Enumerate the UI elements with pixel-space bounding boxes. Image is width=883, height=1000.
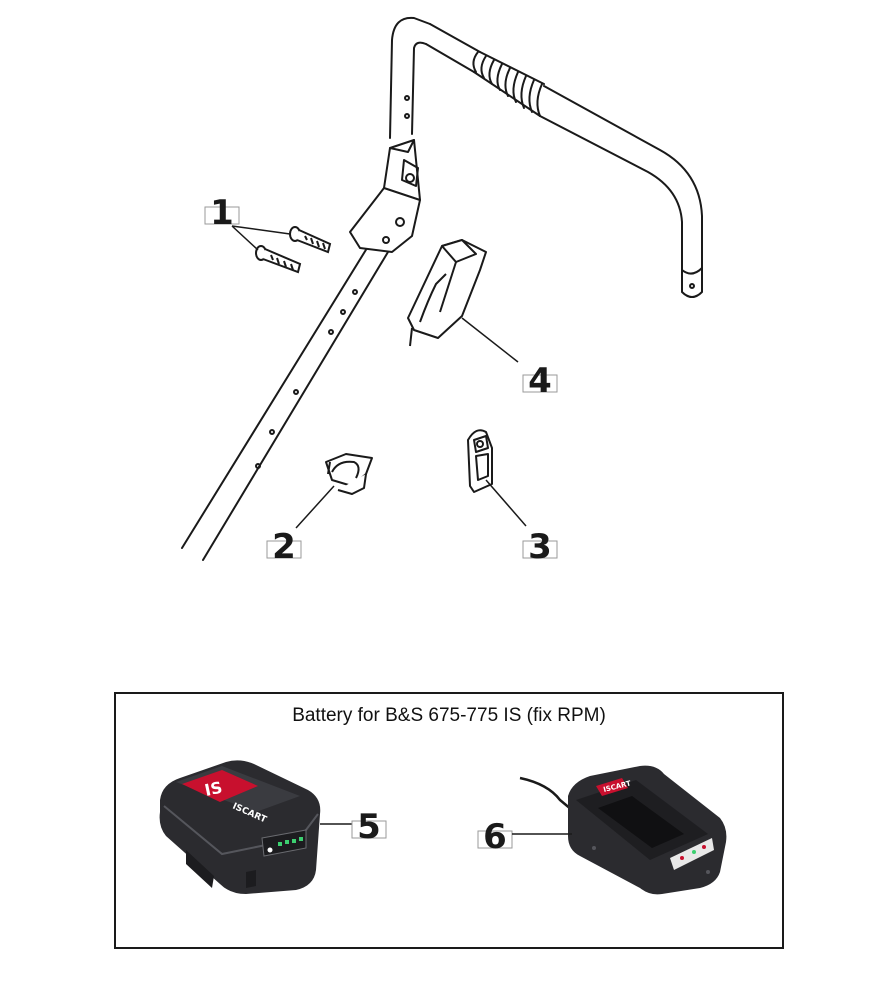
battery-logo-badge: IS [203, 778, 224, 800]
callout-2: 2 [266, 485, 335, 567]
battery-pack: IS ISCART [159, 760, 321, 894]
cable-guide [467, 429, 493, 493]
callout-2-label: 2 [272, 527, 296, 567]
charge-led-icons [278, 837, 303, 846]
handle-grip [472, 51, 545, 117]
battery-button-icon [267, 847, 273, 853]
screw-pair [255, 226, 332, 274]
battery-kit-box: Battery for B&S 675-775 IS (fix RPM) IS … [114, 692, 784, 949]
charger-status-icons [680, 845, 706, 860]
callout-1-label: 1 [210, 193, 234, 233]
cable-clip [407, 239, 487, 347]
callout-3: 3 [485, 479, 558, 567]
callout-1: 1 [204, 193, 291, 251]
cable-clamp [325, 453, 373, 495]
callout-5-label: 5 [357, 807, 381, 847]
callout-6-label: 6 [483, 817, 507, 857]
battery-charger: ISCART [519, 765, 727, 895]
callout-4: 4 [461, 317, 558, 401]
callout-3-label: 3 [528, 527, 552, 567]
callout-6: 6 [477, 817, 572, 857]
battery-kit-title: Battery for B&S 675-775 IS (fix RPM) [292, 705, 606, 726]
callout-5: 5 [320, 807, 387, 847]
handlebar-assembly [181, 16, 703, 561]
callout-4-label: 4 [528, 361, 552, 401]
